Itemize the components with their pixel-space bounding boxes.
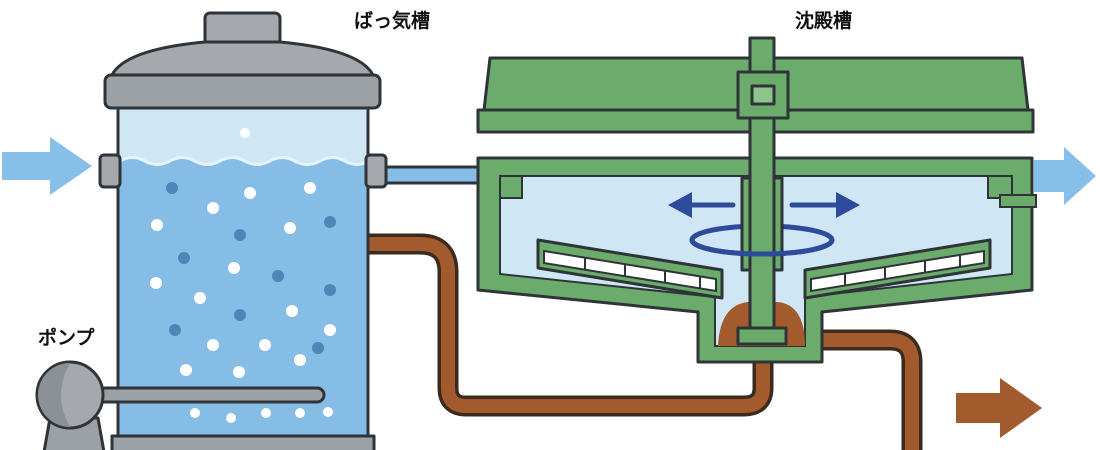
rotation-ellipse-front xyxy=(689,237,835,257)
effluent-outlet xyxy=(999,194,1037,208)
left-weir xyxy=(499,175,523,199)
bubble-white xyxy=(284,222,296,234)
bubble-white xyxy=(180,364,192,376)
shaft-bottom-hub xyxy=(736,326,788,346)
air-diffuser-pipe xyxy=(96,386,326,404)
bubble-dark xyxy=(169,324,181,336)
bubble-white xyxy=(190,408,200,418)
bubble-dark xyxy=(234,309,246,321)
bubble-white xyxy=(226,413,236,423)
effluent-arrow xyxy=(1034,147,1096,205)
bubble-white xyxy=(323,407,333,417)
bubble-white xyxy=(286,305,298,317)
bubble-dark xyxy=(324,216,336,228)
bubble-white xyxy=(150,277,162,289)
drive-motor-window xyxy=(750,84,776,106)
sludge-discharge-arrow xyxy=(956,378,1042,438)
water-surface-wave xyxy=(119,156,369,166)
right-flange xyxy=(364,153,388,189)
tank-base xyxy=(110,434,376,450)
bubble-white xyxy=(244,187,256,199)
bubble-white xyxy=(295,408,305,418)
bubble-dark xyxy=(312,342,324,354)
rotation-arrow-right xyxy=(789,192,860,218)
excess-sludge-pipe xyxy=(800,329,923,450)
bubble-white xyxy=(233,366,245,378)
clarifier xyxy=(476,36,1037,364)
bubbles xyxy=(150,128,336,423)
pump xyxy=(35,360,106,450)
sludge-return-pipe xyxy=(362,233,774,417)
bubble-dark xyxy=(166,182,178,194)
lid-dome xyxy=(108,40,377,82)
aeration-tank-label: ばっ気槽 xyxy=(354,9,430,32)
left-scraper-arm xyxy=(536,238,724,300)
bubble-white xyxy=(207,339,219,351)
pump-label: ポンプ xyxy=(38,326,95,349)
bubble-white xyxy=(207,202,219,214)
pump-shade xyxy=(38,363,70,427)
transfer-pipe xyxy=(378,165,488,185)
rotation-arrow-left xyxy=(668,192,736,218)
bubble-white xyxy=(294,354,306,366)
bubble-white xyxy=(228,262,240,274)
bubble-white xyxy=(194,292,206,304)
bubble-dark xyxy=(178,252,190,264)
aeration-tank xyxy=(96,11,388,450)
clarifier-label: 沈殿槽 xyxy=(795,9,852,32)
lid-knob xyxy=(203,11,282,47)
bubble-white xyxy=(240,128,250,138)
bubble-white xyxy=(151,219,163,231)
bubble-white xyxy=(261,408,271,418)
lid-band xyxy=(103,73,382,110)
right-scraper-arm xyxy=(803,238,992,300)
bubble-dark xyxy=(324,284,336,296)
tank-water xyxy=(118,158,368,436)
bubble-dark xyxy=(234,229,246,241)
bubble-dark xyxy=(272,270,284,282)
left-flange xyxy=(98,153,122,189)
bubble-white xyxy=(259,339,271,351)
bubble-white xyxy=(324,324,336,336)
bubble-white xyxy=(304,182,316,194)
inflow-arrow xyxy=(2,137,92,195)
